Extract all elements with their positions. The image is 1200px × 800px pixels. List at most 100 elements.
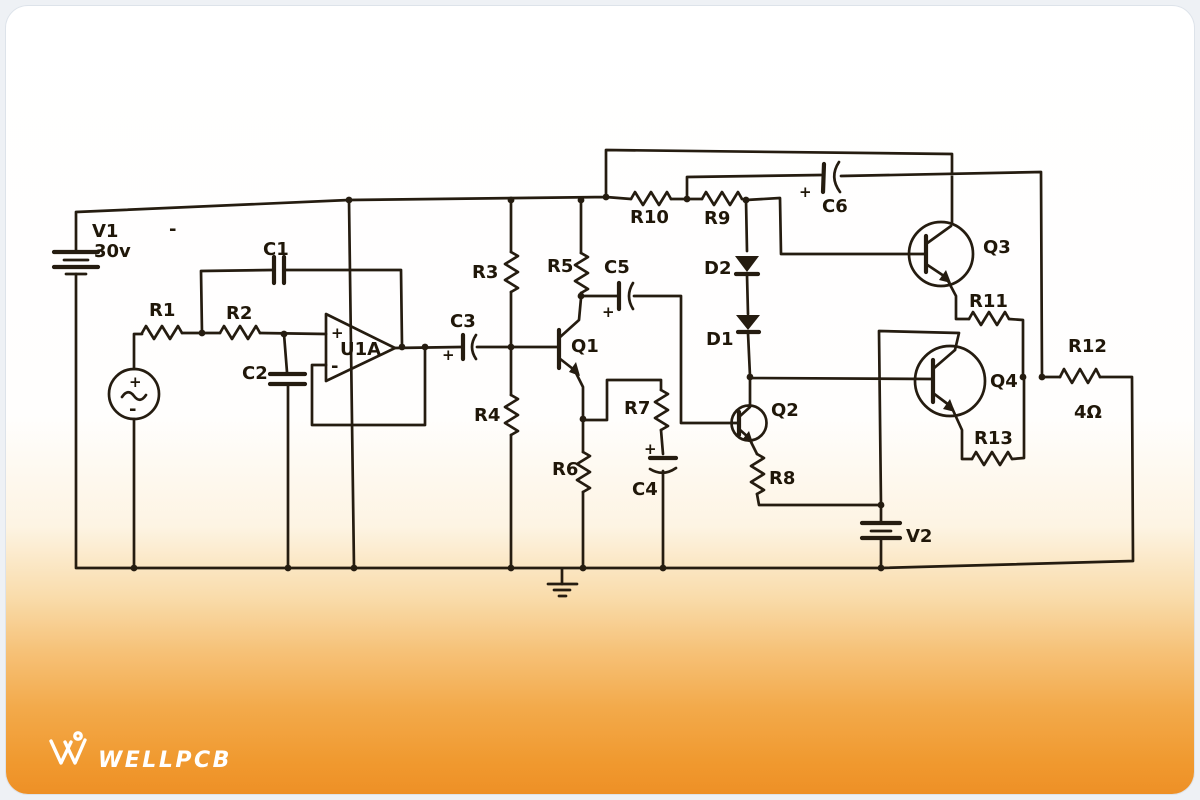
resistor-r6: R6 [552,450,592,494]
resistor-r7: R7 [624,388,670,432]
junction-dot [742,196,750,204]
resistor-r9-label: R9 [704,208,730,229]
schematic-canvas: V1 30v - + - R1 R2 R3 [49,148,1135,773]
resistor-r3-body [503,250,520,294]
resistor-r9-body [700,190,744,207]
transistor-q2-emitter-arrow [742,431,753,443]
resistor-r11: R11 [967,291,1011,327]
capacitor-c5: C5 + [602,257,635,321]
diode-d2: D2 [704,256,761,279]
transistor-q1-label: Q1 [571,336,599,357]
opamp-u1a-label: U1A [340,339,381,360]
diode-d2-triangle [735,256,759,272]
junction-dot [579,415,587,423]
resistor-r13-body [970,450,1014,467]
junction-dot [507,343,515,351]
transistor-q2-label: Q2 [771,400,799,421]
resistor-r7-label: R7 [624,398,650,419]
battery-v1-short-plates [62,258,90,276]
resistor-r12-value: 4Ω [1074,402,1102,423]
ac-source: + - [107,367,161,421]
diode-d2-label: D2 [704,258,731,279]
resistor-r8: R8 [749,452,795,496]
opamp-u1a-plus-input: + [331,324,344,342]
capacitor-c3-label: C3 [450,311,476,332]
resistor-r9: R9 [700,190,744,229]
wellpcb-logo: WELLPCB [49,731,232,773]
capacitor-c6-left-plate [820,161,827,195]
capacitor-c3-curved-plate [470,333,478,361]
transistor-q3: Q3 [907,220,1011,288]
wellpcb-logo-text: WELLPCB [98,748,232,773]
capacitor-c1-label: C1 [263,239,289,260]
transistor-q4: Q4 [913,344,1018,418]
capacitor-c4-plus: + [644,440,657,458]
opamp-u1a-minus-input: - [331,356,338,377]
resistor-r1-label: R1 [149,300,175,321]
transistor-q2: Q2 [730,376,799,456]
junction-dot [284,564,292,572]
resistor-r5-label: R5 [547,256,573,277]
junction-dot [746,373,754,381]
junction-dot [602,193,610,201]
capacitor-c5-label: C5 [604,257,630,278]
resistor-r4-body [503,393,520,437]
transistor-q1-emitter-arrow [569,362,580,376]
ground-symbol [546,582,579,598]
circuit-wires [74,148,1135,586]
resistor-r1: R1 [140,300,184,341]
wellpcb-logo-icon-ring [73,731,83,741]
resistor-r2: R2 [218,303,262,341]
junction-dot [507,564,515,572]
junction-dot [579,564,587,572]
battery-v1-long-plates [51,249,101,270]
resistor-r12: R12 4Ω [1058,336,1107,423]
battery-v2-long-plates [859,520,903,541]
resistor-r3: R3 [472,250,520,294]
resistor-r13: R13 [970,428,1014,467]
diode-d1-triangle [736,315,760,330]
transistor-q1-emitter [557,356,575,371]
capacitor-c3-plus: + [442,346,455,364]
resistor-r8-label: R8 [769,468,795,489]
capacitor-c1-plates [271,254,287,286]
transistor-q3-emitter-arrow [939,270,951,283]
resistor-r2-label: R2 [226,303,252,324]
capacitor-c4-curved-plate [648,466,678,475]
transistor-q4-leads [931,348,957,407]
transistor-q4-circle [913,344,987,418]
capacitor-c1: C1 [263,239,289,286]
capacitor-c6-plus: + [799,183,812,201]
resistor-r6-body [575,450,592,494]
resistor-r11-body [967,310,1011,327]
junction-dot [350,564,358,572]
resistor-r12-body [1058,367,1102,385]
resistor-r8-body [749,452,766,496]
capacitor-c2-label: C2 [242,363,268,384]
transistor-q3-label: Q3 [983,237,1011,258]
resistor-r3-label: R3 [472,262,498,283]
resistor-r2-body [218,324,262,341]
transistor-q4-label: Q4 [990,371,1018,392]
capacitor-c6-label: C6 [822,196,848,217]
battery-v1-value: 30v [94,241,131,262]
capacitor-c6: C6 + [799,160,848,217]
junction-dot [421,343,429,351]
junction-dot [345,196,353,204]
ac-source-plus: + [129,373,142,391]
junction-dot [577,196,585,204]
junction-dot [130,564,138,572]
junction-dot [659,564,667,572]
resistor-r13-label: R13 [974,428,1013,449]
ac-source-circle [107,367,161,421]
battery-v1: V1 30v - [51,219,176,276]
junction-dot [1019,373,1027,381]
resistor-r11-label: R11 [969,291,1008,312]
capacitor-c5-curved-plate [627,281,635,311]
opamp-u1a: + - U1A [324,312,397,383]
capacitor-c2-plates [267,371,308,387]
battery-v2-label: V2 [906,526,932,547]
junction-dot [1038,373,1046,381]
transistor-q2-leads [730,376,759,456]
